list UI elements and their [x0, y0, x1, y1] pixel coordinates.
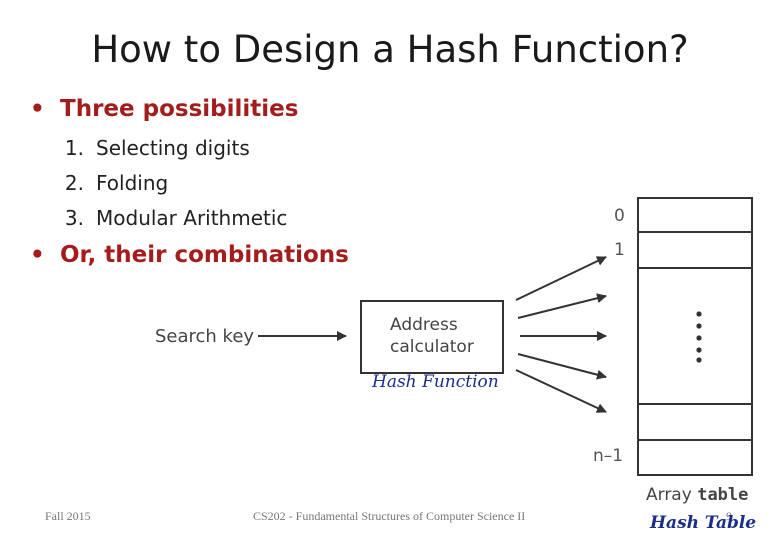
sublist-text: Folding [96, 171, 169, 195]
address-calculator-label: Address calculator [362, 314, 502, 358]
hash-function-caption: Hash Function [372, 372, 499, 392]
sublist-text: Modular Arithmetic [96, 206, 288, 230]
page-number: 9 [726, 509, 732, 523]
sublist-text: Selecting digits [96, 136, 250, 160]
hash-table-array [637, 197, 753, 476]
fan-arrow-1 [515, 256, 607, 301]
slide-title: How to Design a Hash Function? [91, 28, 689, 71]
bullet-dot-icon: • [30, 242, 45, 268]
sublist-number: 3. [64, 206, 84, 230]
bullet-dot-icon: • [30, 96, 45, 122]
hash-table-caption: Hash Table [650, 513, 757, 533]
search-key-label: Search key [155, 326, 255, 347]
bullet-or-combinations: • Or, their combinations [30, 242, 349, 268]
calculator-line: calculator [390, 337, 474, 357]
ellipsis-dots-icon [696, 311, 702, 363]
array-table-label: Array table [646, 485, 748, 505]
bullet-text: Or, their combinations [60, 242, 349, 268]
index-last-label: n–1 [593, 446, 624, 466]
table-word: table [697, 485, 749, 505]
sublist-item-3: 3. Modular Arithmetic [54, 206, 374, 234]
fan-arrow-5 [515, 369, 607, 413]
footer-course: CS202 - Fundamental Structures of Comput… [253, 509, 526, 523]
sublist-number: 1. [64, 136, 84, 160]
index-1-label: 1 [614, 240, 625, 260]
bullet-three-possibilities: • Three possibilities [30, 96, 298, 122]
fan-arrow-4 [517, 353, 607, 380]
sublist-item-1: 1. Selecting digits [54, 136, 374, 164]
sublist-item-2: 2. Folding [54, 171, 374, 199]
address-calculator-box: Address calculator [360, 300, 504, 374]
footer-date: Fall 2015 [45, 509, 91, 523]
fan-arrow-2 [517, 293, 607, 319]
sublist-number: 2. [64, 171, 84, 195]
bullet-text: Three possibilities [60, 96, 299, 122]
index-0-label: 0 [614, 206, 625, 226]
array-word: Array [646, 485, 692, 505]
address-line: Address [390, 315, 458, 335]
